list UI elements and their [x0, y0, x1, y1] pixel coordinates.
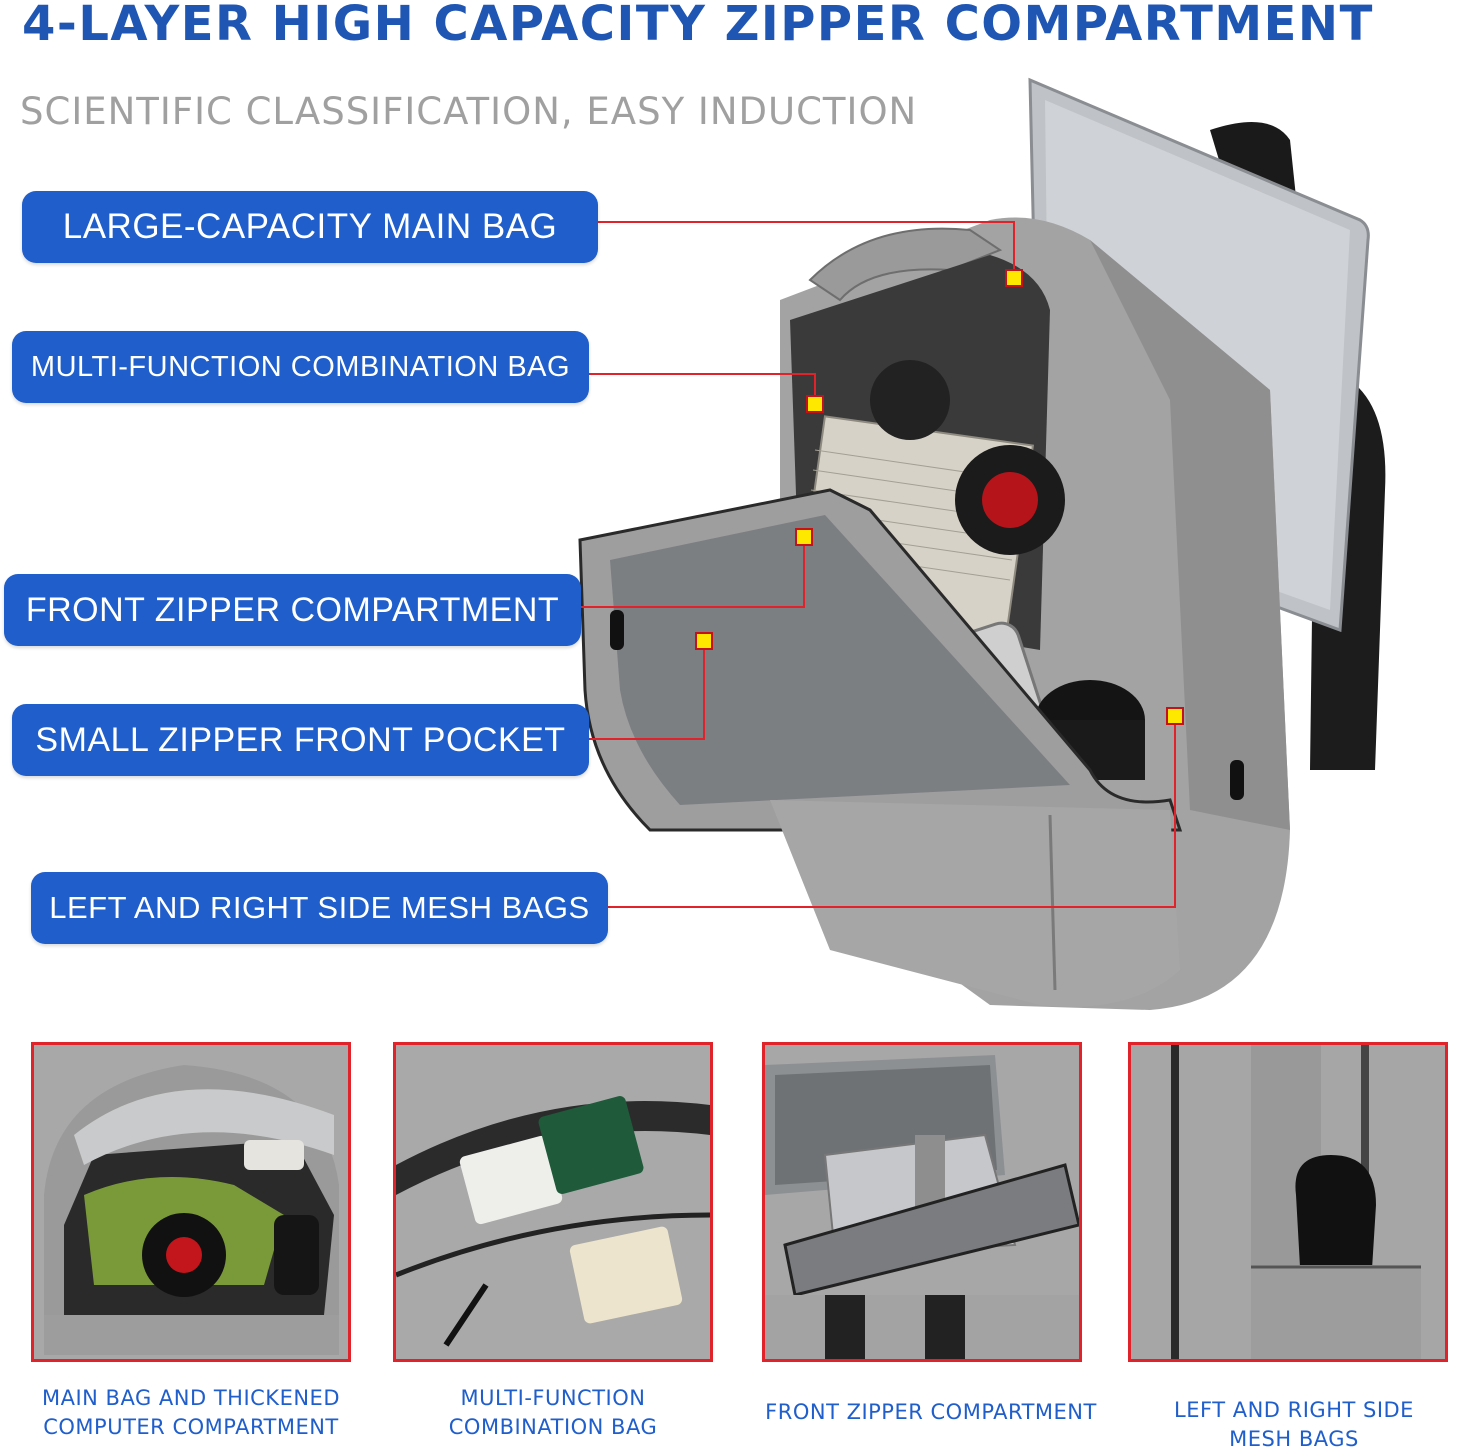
callout-front-zipper: FRONT ZIPPER COMPARTMENT — [4, 574, 581, 646]
marker-front-zipper — [795, 528, 813, 546]
page-title: 4-LAYER HIGH CAPACITY ZIPPER COMPARTMENT — [22, 0, 1374, 52]
marker-small-pocket — [695, 632, 713, 650]
callout-small-pocket: SMALL ZIPPER FRONT POCKET — [12, 704, 589, 776]
backpack-hero-image — [578, 77, 1386, 1010]
thumbnail-combination-bag — [393, 1042, 713, 1362]
callout-combination-bag: MULTI-FUNCTION COMBINATION BAG — [12, 331, 589, 403]
page-subtitle: SCIENTIFIC CLASSIFICATION, EASY INDUCTIO… — [20, 90, 918, 133]
thumbnail-front-zipper — [762, 1042, 1082, 1362]
callout-small-pocket-label: SMALL ZIPPER FRONT POCKET — [35, 720, 566, 759]
callout-side-mesh-label: LEFT AND RIGHT SIDE MESH BAGS — [49, 890, 590, 925]
callout-combination-bag-label: MULTI-FUNCTION COMBINATION BAG — [30, 350, 571, 383]
thumbnail-side-mesh — [1128, 1042, 1448, 1362]
thumbnail-caption-main-bag: MAIN BAG AND THICKENED COMPUTER COMPARTM… — [42, 1386, 340, 1439]
callout-front-zipper-label: FRONT ZIPPER COMPARTMENT — [25, 590, 560, 629]
marker-main-bag — [1005, 269, 1023, 287]
thumbnail-main-bag — [31, 1042, 351, 1362]
marker-combination-bag — [806, 395, 824, 413]
thumbnail-caption-front-zipper: FRONT ZIPPER COMPARTMENT — [765, 1400, 1097, 1424]
callout-main-bag-label: LARGE-CAPACITY MAIN BAG — [62, 207, 558, 246]
callout-main-bag: LARGE-CAPACITY MAIN BAG — [22, 191, 598, 263]
callout-side-mesh: LEFT AND RIGHT SIDE MESH BAGS — [31, 872, 608, 944]
marker-side-mesh — [1166, 707, 1184, 725]
thumbnail-caption-combination-bag: MULTI-FUNCTION COMBINATION BAG — [448, 1386, 658, 1439]
thumbnail-caption-side-mesh: LEFT AND RIGHT SIDE MESH BAGS — [1174, 1398, 1414, 1451]
